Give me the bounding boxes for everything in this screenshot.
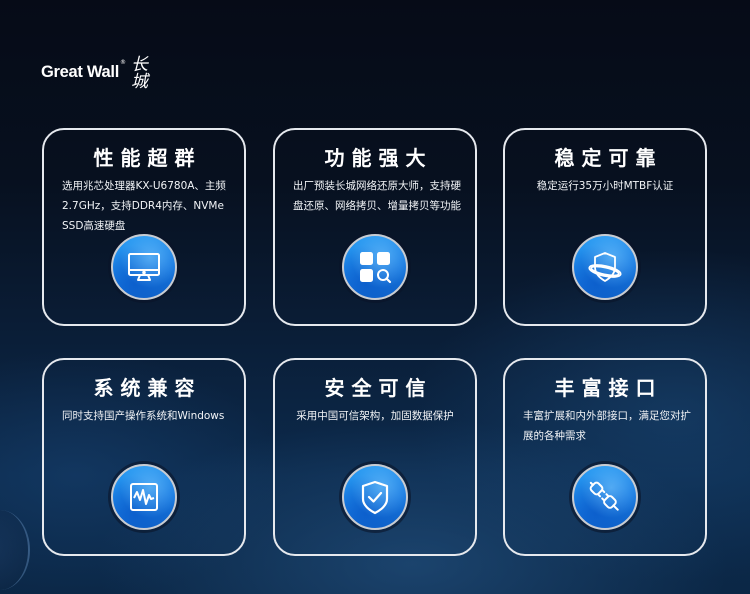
card-description: 稳定运行35万小时MTBF认证: [536, 180, 674, 192]
brand-name: Great Wall: [41, 63, 119, 81]
shield-orbit-icon: [572, 234, 638, 300]
card-title: 系统兼容: [93, 376, 202, 400]
card-title: 丰富接口: [554, 376, 663, 400]
feature-card-compatibility: 系统兼容 同时支持国产操作系统和Windows: [42, 358, 246, 556]
apps-search-icon: [342, 234, 408, 300]
card-description: 同时支持国产操作系统和Windows: [62, 410, 225, 422]
card-description: 出厂预装长城网络还原大师，支持硬盘还原、网络拷贝、增量拷贝等功能: [293, 180, 461, 212]
feature-card-performance: 性能超群 选用兆芯处理器KX-U6780A、主频2.7GHz，支持DDR4内存、…: [42, 128, 246, 326]
card-title: 功能强大: [324, 146, 433, 170]
plug-connector-icon: [572, 464, 638, 530]
monitor-icon: [111, 234, 177, 300]
card-description: 丰富扩展和内外部接口，满足您对扩展的各种需求: [523, 410, 691, 442]
planet-decoration: [0, 510, 30, 590]
feature-card-security: 安全可信 采用中国可信架构，加固数据保护: [273, 358, 477, 556]
feature-card-interfaces: 丰富接口 丰富扩展和内外部接口，满足您对扩展的各种需求: [503, 358, 707, 556]
card-title: 稳定可靠: [554, 146, 663, 170]
card-title: 性能超群: [93, 146, 202, 170]
feature-card-functionality: 功能强大 出厂预装长城网络还原大师，支持硬盘还原、网络拷贝、增量拷贝等功能: [273, 128, 477, 326]
brand-chinese: 长城: [127, 55, 147, 89]
feature-card-stability: 稳定可靠 稳定运行35万小时MTBF认证: [503, 128, 707, 326]
shield-check-icon: [342, 464, 408, 530]
brand-logo: Great Wall ® 长城: [41, 55, 147, 89]
card-description: 采用中国可信架构，加固数据保护: [296, 410, 454, 422]
waveform-icon: [111, 464, 177, 530]
card-description: 选用兆芯处理器KX-U6780A、主频2.7GHz，支持DDR4内存、NVMe …: [62, 180, 226, 232]
card-title: 安全可信: [324, 376, 433, 400]
registered-mark: ®: [120, 59, 126, 66]
